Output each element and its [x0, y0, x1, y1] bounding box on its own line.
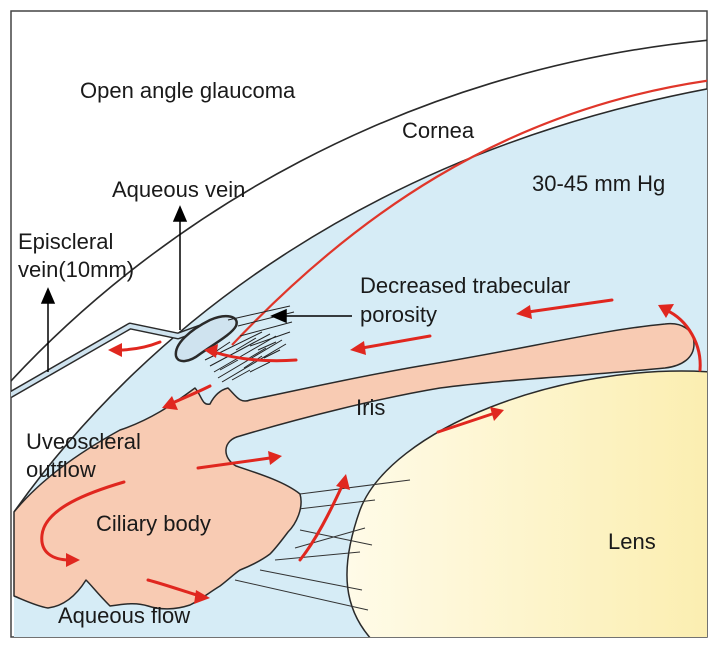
flow-arrowhead: [204, 344, 218, 358]
flow-arrow: [196, 456, 272, 470]
diagram-title: Open angle glaucoma: [80, 78, 296, 103]
flow-arrow: [664, 308, 702, 372]
iris-ciliary-body: [13, 322, 695, 610]
flow-arrowhead: [162, 396, 178, 410]
aqueous-flow-label: Aqueous flow: [58, 603, 190, 628]
trabecular-label-line2: porosity: [360, 302, 437, 327]
flow-arrow: [298, 484, 344, 562]
flow-arrowhead: [66, 553, 80, 567]
aqueous-vein-label: Aqueous vein: [112, 177, 245, 202]
flow-arrowhead: [658, 304, 674, 318]
cornea-label: Cornea: [402, 118, 475, 143]
cornea-inner-surface: [13, 88, 707, 513]
uveoscleral-label-line1: Uveoscleral: [26, 429, 141, 454]
flow-arrowhead: [336, 474, 350, 490]
flow-arrow: [360, 334, 432, 350]
flow-arrowhead: [516, 305, 532, 319]
episcleral-vein-label-line2: vein(10mm): [18, 257, 134, 282]
trabecular-label-line1: Decreased trabecular: [360, 273, 570, 298]
flow-arrowhead: [194, 590, 210, 604]
flow-arrowhead: [108, 343, 122, 357]
ciliary-body-label: Ciliary body: [96, 511, 211, 536]
flow-arrow: [212, 350, 298, 363]
aqueous-flow-arrowheads: [66, 304, 674, 604]
uveoscleral-label-line2: outflow: [26, 457, 96, 482]
flow-arrowhead: [350, 341, 366, 355]
lens-label: Lens: [608, 529, 656, 554]
schlemm-canal: [174, 314, 238, 363]
flow-arrow: [436, 412, 494, 434]
flow-arrow: [40, 480, 126, 562]
flow-arrow: [526, 298, 614, 314]
pressure-label: 30-45 mm Hg: [532, 171, 665, 196]
lens-shape: [346, 370, 707, 637]
aqueous-flow-arrows: [40, 298, 702, 598]
cornea-outer-surface: [11, 39, 707, 383]
flow-arrowhead: [490, 407, 504, 421]
flow-arrowhead: [268, 451, 282, 465]
pointer-arrows: [40, 205, 352, 372]
cornea-endothelium: [231, 79, 707, 346]
iris-label: Iris: [356, 395, 385, 420]
episcleral-vein-label-line1: Episcleral: [18, 229, 113, 254]
